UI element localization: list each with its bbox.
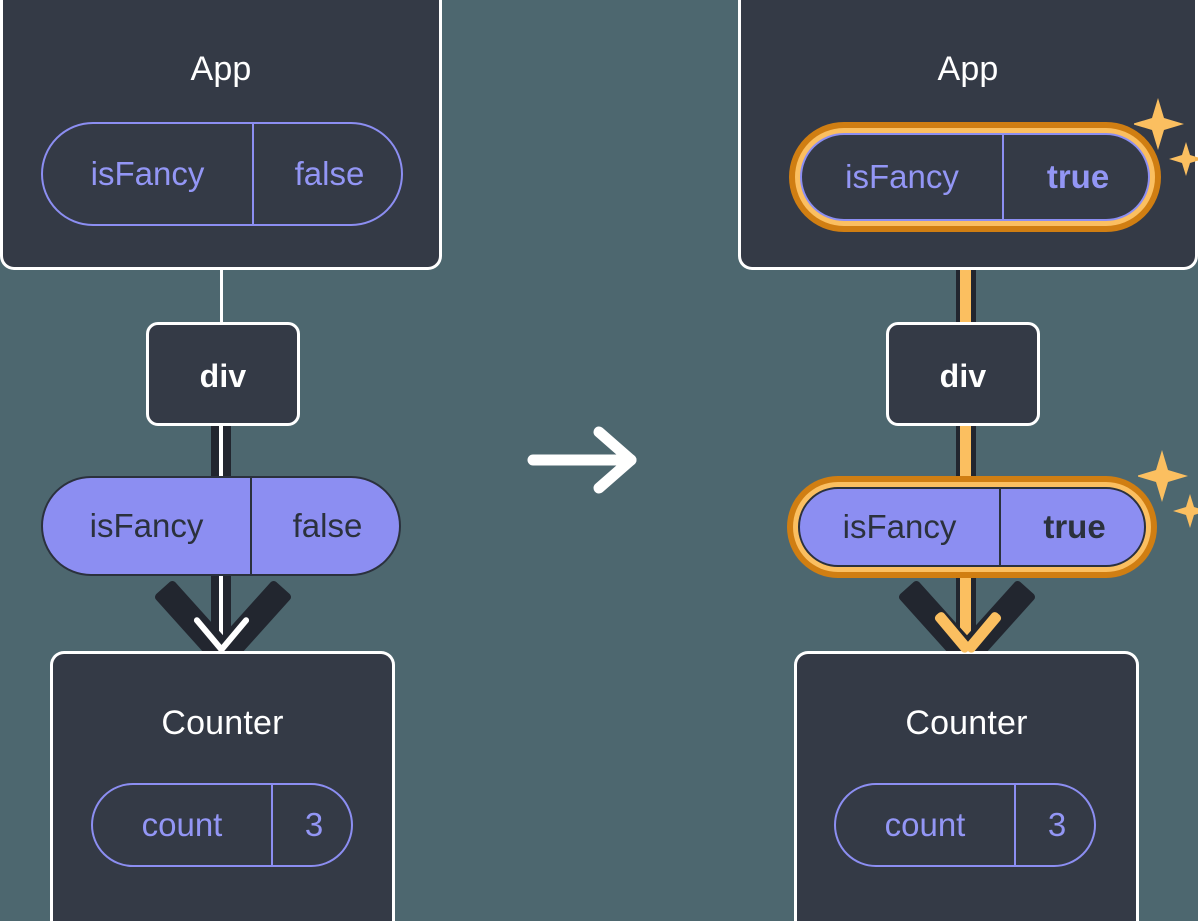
wire-app-to-div — [960, 214, 971, 326]
prop-pill-key: isFancy — [89, 507, 204, 544]
counter-state-pill-value: 3 — [271, 785, 355, 865]
wire-div-to-prop — [219, 424, 223, 490]
component-box-div: div — [886, 322, 1040, 426]
panel-before: App isFancy false div isFancy false Coun… — [0, 0, 460, 921]
prop-pill-value: false — [250, 478, 403, 574]
arrowhead-orange — [932, 610, 1004, 668]
app-state-pill-value: true — [1002, 135, 1152, 219]
div-title: div — [939, 358, 987, 394]
counter-state-pill-key: count — [141, 806, 223, 843]
app-title: App — [190, 50, 252, 88]
counter-state-pill-key: count — [884, 806, 966, 843]
sparkle-icon-app — [1132, 96, 1198, 184]
arrowhead-white — [192, 616, 252, 666]
sparkle-icon-prop — [1136, 448, 1198, 536]
app-state-pill-key: isFancy — [90, 155, 205, 192]
prop-pill-key: isFancy — [842, 508, 957, 545]
transition-arrow-right-icon — [527, 425, 647, 495]
wire-app-to-div — [220, 268, 223, 326]
app-state-pill-key: isFancy — [845, 158, 959, 195]
component-box-div: div — [146, 322, 300, 426]
app-state-pill[interactable]: isFancy false — [41, 122, 403, 226]
wire-div-to-prop — [960, 424, 971, 490]
div-title: div — [199, 358, 247, 394]
app-state-pill-value: false — [252, 124, 405, 224]
counter-title: Counter — [161, 704, 284, 742]
counter-title: Counter — [905, 704, 1028, 742]
counter-state-pill-value: 3 — [1014, 785, 1098, 865]
wire-prop-to-counter — [960, 566, 971, 662]
app-state-pill[interactable]: isFancy true — [800, 133, 1150, 221]
prop-pill-value: true — [999, 489, 1148, 565]
counter-state-pill[interactable]: count 3 — [91, 783, 353, 867]
prop-pill[interactable]: isFancy false — [41, 476, 401, 576]
wire-prop-to-counter — [219, 566, 223, 662]
prop-pill[interactable]: isFancy true — [798, 487, 1146, 567]
app-title: App — [937, 50, 999, 88]
panel-after: App isFancy true div isFancy true — [738, 0, 1198, 921]
counter-state-pill[interactable]: count 3 — [834, 783, 1096, 867]
